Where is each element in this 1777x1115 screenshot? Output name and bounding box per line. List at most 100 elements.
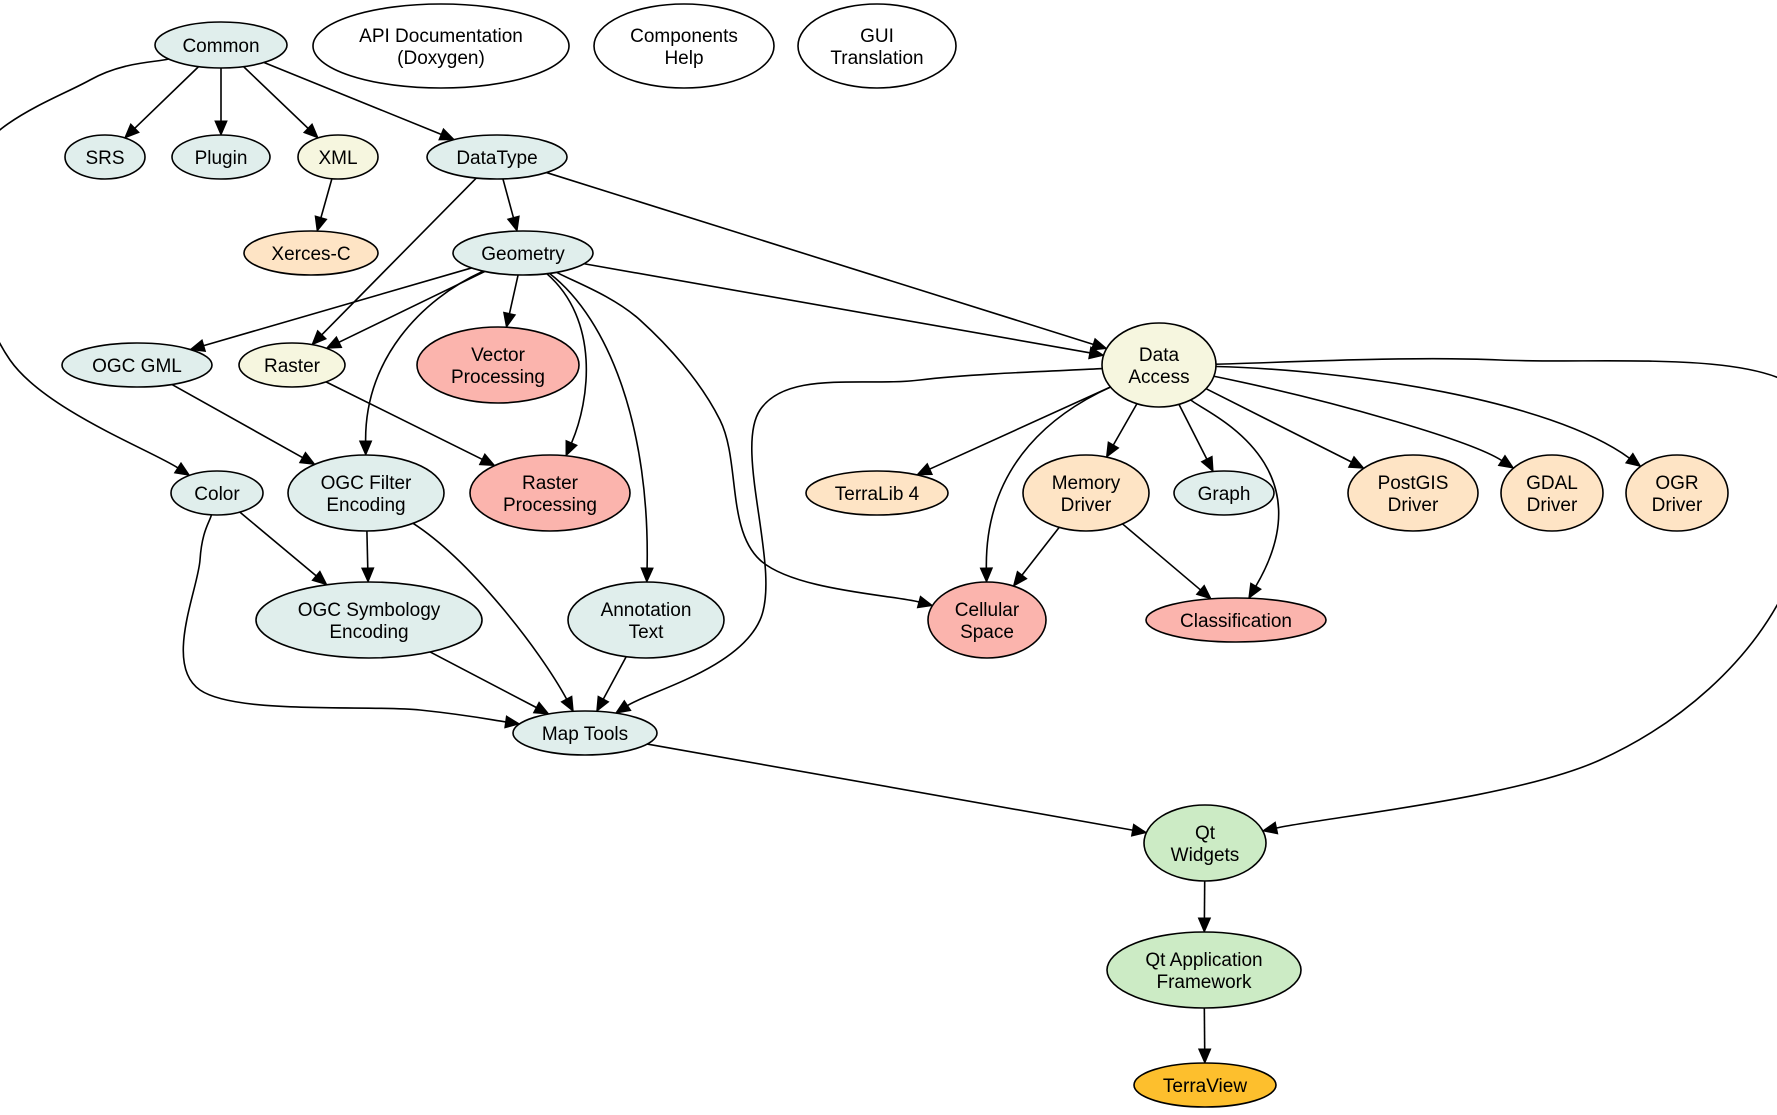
edge-memory-driver-to-cellular-space	[1012, 526, 1060, 588]
edge-line	[1122, 523, 1201, 591]
arrowhead	[1195, 584, 1213, 600]
edge-qt-widgets-to-qt-app-framework	[1197, 880, 1212, 934]
edge-ogc-symbology-to-map-tools	[429, 651, 550, 715]
edge-line	[546, 171, 1094, 346]
node-shape	[312, 3, 570, 89]
edge-line	[364, 270, 484, 442]
edge-line	[627, 367, 1103, 707]
edge-line	[366, 530, 369, 569]
edge-data-access-to-graph	[1178, 403, 1214, 473]
edge-line	[985, 386, 1111, 569]
arrowhead	[302, 123, 319, 139]
node-shape	[238, 342, 346, 388]
edge-line	[502, 178, 515, 218]
edge-line	[320, 178, 333, 218]
edge-xml-to-xerces	[314, 178, 333, 233]
arrowhead	[438, 127, 456, 141]
node-label: TerraLib 4	[835, 484, 920, 505]
node-shape	[64, 134, 146, 180]
node-label: OGR	[1655, 473, 1698, 494]
node-label: Help	[664, 48, 703, 69]
node-shape	[1500, 454, 1604, 532]
node-label: Classification	[1180, 611, 1292, 632]
arrowhead	[1105, 441, 1120, 459]
arrowhead	[915, 462, 934, 476]
node-shape	[1133, 1062, 1277, 1108]
node-label: Translation	[830, 48, 923, 69]
arrowhead	[560, 695, 574, 713]
node-geometry: Geometry	[452, 230, 594, 276]
edge-data-access-to-qt-widgets	[1215, 357, 1777, 835]
edge-datatype-to-geometry	[502, 178, 520, 233]
node-shape	[512, 710, 658, 756]
arrowhead	[565, 439, 578, 457]
node-label: Widgets	[1171, 845, 1240, 866]
arrowhead	[1090, 337, 1108, 351]
edge-common-to-datatype	[263, 61, 456, 141]
arrowhead	[1624, 452, 1642, 468]
node-label: OGC Filter	[321, 473, 412, 494]
edge-line	[182, 514, 506, 723]
edge-qt-app-framework-to-terraview	[1197, 1007, 1212, 1065]
node-shape	[154, 21, 288, 69]
arrowhead	[1261, 821, 1279, 835]
node-api-doc: API Documentation(Doxygen)	[312, 3, 570, 89]
edge-line	[1178, 403, 1208, 460]
edge-line	[263, 61, 442, 136]
edge-data-access-to-terralib4	[915, 386, 1111, 476]
edge-line	[508, 274, 519, 314]
node-shape	[593, 3, 775, 89]
node-shape	[297, 134, 379, 180]
node-label: Space	[960, 622, 1014, 643]
node-graph: Graph	[1173, 470, 1275, 516]
node-ogc-gml: OGC GML	[61, 342, 213, 388]
arrowhead	[502, 311, 517, 329]
edge-datatype-to-data-access	[546, 171, 1108, 351]
edge-line	[134, 66, 200, 129]
arrowhead	[298, 451, 316, 465]
node-label: Access	[1128, 367, 1189, 388]
arrowhead	[1197, 917, 1212, 934]
edge-line	[583, 262, 1090, 354]
edge-ogc-gml-to-ogc-filter	[171, 383, 316, 465]
edge-common-to-plugin	[214, 68, 228, 137]
edge-data-access-to-memory-driver	[1105, 403, 1138, 459]
arrowhead	[1497, 454, 1515, 469]
edge-line	[1213, 375, 1503, 462]
node-label: Geometry	[481, 244, 565, 265]
node-shape	[171, 134, 271, 180]
node-label: Graph	[1198, 484, 1251, 505]
arrowhead	[1012, 570, 1028, 588]
node-label: Processing	[503, 495, 597, 516]
arrowhead	[979, 567, 994, 584]
node-label: Components	[630, 26, 738, 47]
edge-line	[239, 511, 317, 577]
node-shape	[170, 470, 264, 516]
edge-color-to-map-tools	[182, 514, 521, 729]
node-label: Raster	[522, 473, 579, 494]
node-shape	[797, 3, 957, 89]
edge-line	[1215, 357, 1777, 829]
edge-geometry-to-vector-processing	[502, 274, 519, 329]
node-label: Qt Application	[1145, 950, 1262, 971]
arrowhead	[916, 595, 934, 609]
node-label: Driver	[1652, 495, 1703, 516]
edge-line	[325, 381, 483, 461]
arrowhead	[1347, 455, 1365, 469]
edge-data-access-to-gdal-driver	[1213, 375, 1515, 469]
edge-memory-driver-to-classification	[1122, 523, 1213, 600]
node-label: GUI	[860, 26, 894, 47]
node-shape	[1022, 454, 1150, 532]
edge-line	[1112, 403, 1138, 446]
node-shape	[1347, 454, 1479, 532]
node-label: Qt	[1195, 823, 1216, 844]
edge-line	[647, 743, 1133, 831]
